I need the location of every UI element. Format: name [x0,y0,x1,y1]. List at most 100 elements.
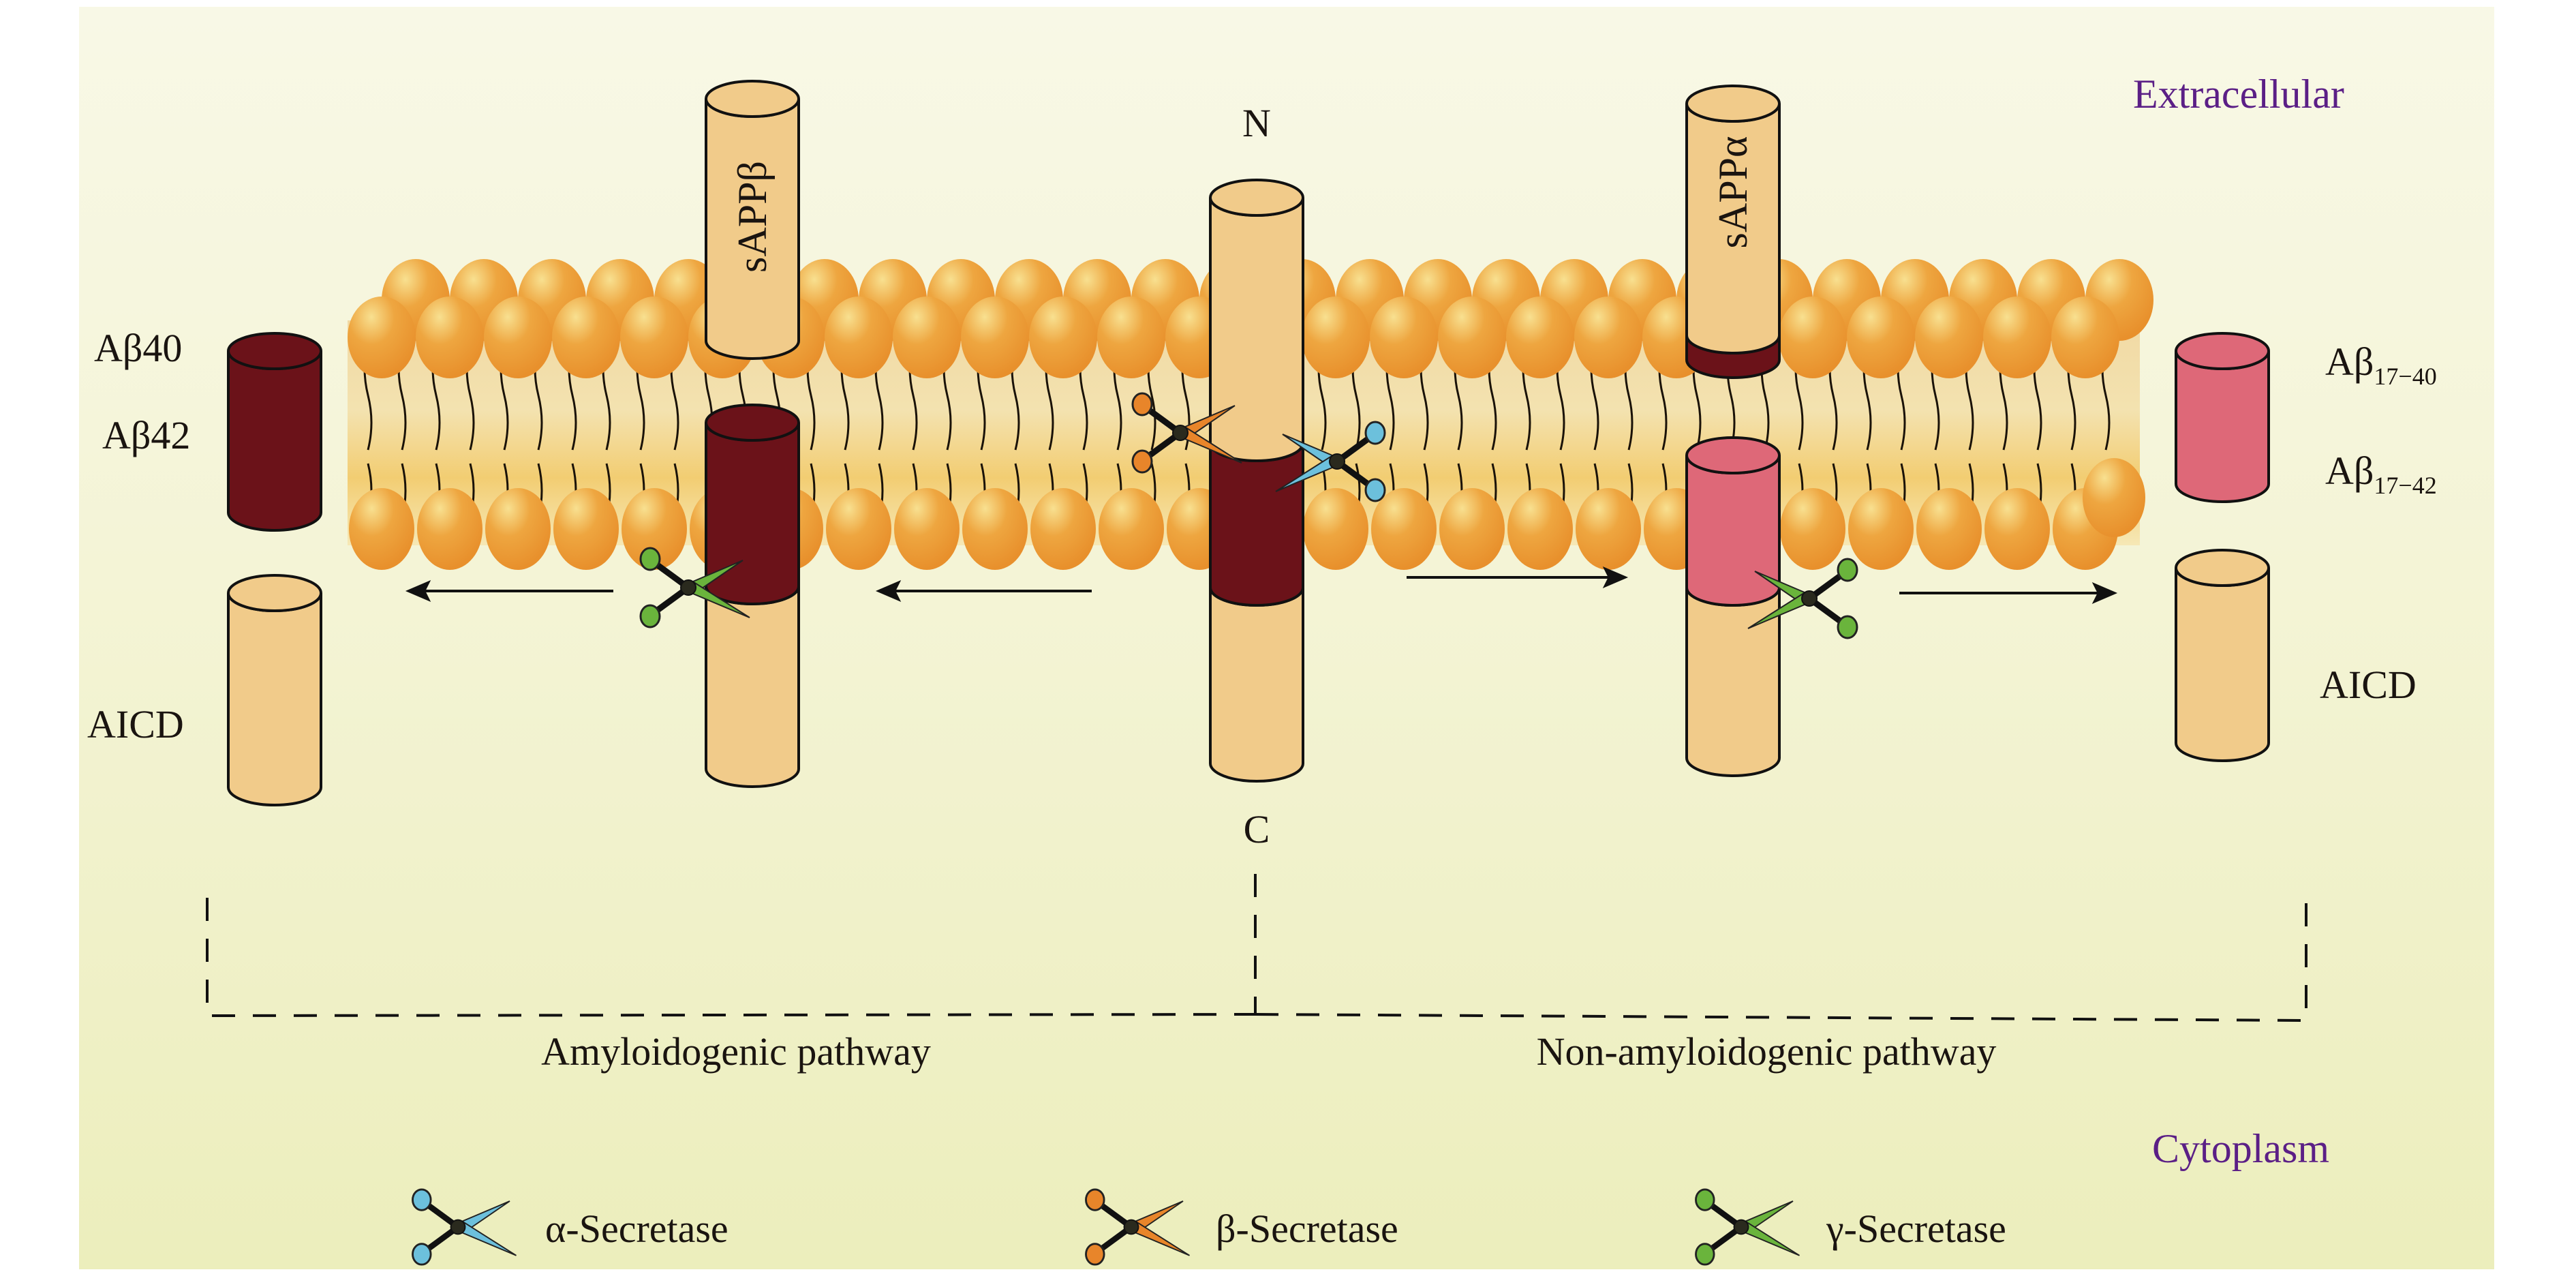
extracellular-label: Extracellular [2133,72,2344,117]
lipid-head [417,488,482,570]
legend-label-alpha: α-Secretase [545,1207,729,1251]
lipid-head [1506,297,1574,378]
abeta17-40-main: Aβ [2325,339,2374,384]
arrow-amyloidogenic-outer [405,580,613,602]
lipid-head [1030,488,1096,570]
cylinder-segment [705,586,800,788]
sappa-label: sAPPα [1711,136,1755,249]
cylinder-segment [1685,455,1781,607]
abeta17-42-subscript: 17−42 [2374,472,2436,499]
lipid-head [1029,297,1097,378]
lipid-head [1984,488,2050,570]
sappb-fragment [705,80,800,360]
lipid-heads-bottom [349,458,2145,570]
lipid-head [1439,488,1505,570]
lipid-head [1303,488,1368,570]
lipid-head [1576,488,1641,570]
legend-item-beta-secretase: β-Secretase [1085,1188,1398,1266]
legend-item-alpha-secretase: α-Secretase [412,1188,729,1266]
lipid-head [484,297,552,378]
abeta17-40-subscript: 17−40 [2374,363,2436,390]
scissor-grip [639,604,661,629]
lipid-head [1371,488,1437,570]
scissor-grip [412,1188,432,1211]
cylinder-segment [2175,350,2270,503]
scissor-grip [1085,1188,1105,1211]
abeta17-40-label: Aβ17−40 [2325,339,2437,390]
arrow-amyloidogenic-inner [875,580,1092,602]
scissor-grip [1837,615,1858,639]
abeta42-label: Aβ42 [102,413,190,457]
lipid-head [893,297,961,378]
cylinder-top [227,332,322,370]
lipid-head [348,297,416,378]
cylinder-top [705,80,800,118]
abeta40-42-fragment [227,332,322,532]
abeta17-42-main: Aβ [2325,449,2374,493]
lipid-head [1574,297,1642,378]
aicd-right-fragment [2175,549,2270,762]
beta-secretase-scissors-icon [1131,392,1242,474]
gamma-secretase-scissors-icon [1695,1188,1800,1266]
gamma-secretase-scissors-icon [1747,558,1858,639]
scissor-grip [1364,421,1386,445]
cylinder-segment [227,350,322,532]
lipid-head [826,488,891,570]
scissor-pivot [680,579,696,596]
abeta40-label: Aβ40 [94,326,182,370]
lipid-head [622,488,687,570]
protein-fragments [227,80,2270,806]
lipid-head [1915,297,1983,378]
scissor-grip [1695,1243,1715,1266]
cylinder-top [227,574,322,612]
lipid-head [1099,488,1164,570]
abeta17-42-label: Aβ17−42 [2325,449,2437,499]
lipid-head [1847,297,1915,378]
sappa-fragment [1685,85,1781,379]
arrow-non-amyloidogenic-inner [1407,566,1629,588]
non-amyloidogenic-pathway-label: Non-amyloidogenic pathway [1537,1029,1997,1074]
cylinder-segment [1209,442,1304,607]
app-full-length [1209,179,1304,783]
scissor-grip [1837,558,1858,582]
scissor-pivot [450,1219,466,1235]
scissor-grip [412,1243,432,1266]
aicd-left-fragment [227,574,322,806]
lipid-head [620,297,688,378]
legend-label-beta: β-Secretase [1216,1207,1398,1251]
lipid-head [962,488,1028,570]
lipid-head [552,297,620,378]
lipid-head [416,297,484,378]
cylinder-top [705,404,800,442]
aicd-right-label: AICD [2320,663,2417,707]
amyloidogenic-pathway-label: Amyloidogenic pathway [541,1029,931,1074]
lipid-head [2051,297,2119,378]
cylinder-top [1685,85,1781,123]
lipid-head [1848,488,1914,570]
cylinder-segment [1685,587,1781,777]
lipid-head [1779,297,1847,378]
abeta-c99-fragment [705,404,800,788]
cylinder-segment [227,592,322,806]
lipid-head [485,488,551,570]
scissor-grip [1085,1243,1105,1266]
cylinder-top [2175,549,2270,587]
c-terminus-label: C [1244,807,1270,851]
scissor-grip [639,547,661,571]
gamma-secretase-scissors-icon [639,547,750,629]
lipid-head [1507,488,1573,570]
lipid-head [553,488,619,570]
alpha-secretase-scissors-icon [1275,421,1386,502]
scissor-grip [1131,449,1153,474]
scissor-pivot [1172,425,1189,441]
lipid-head [1302,297,1370,378]
lipid-head [1097,297,1165,378]
abeta17-fragment [2175,332,2270,503]
lipid-head [1780,488,1845,570]
legend-item-gamma-secretase: γ-Secretase [1695,1188,2006,1266]
lipid-head [2083,458,2145,537]
lipid-head [349,488,414,570]
lipid-head [1916,488,1982,570]
scissor-pivot [1123,1219,1139,1235]
